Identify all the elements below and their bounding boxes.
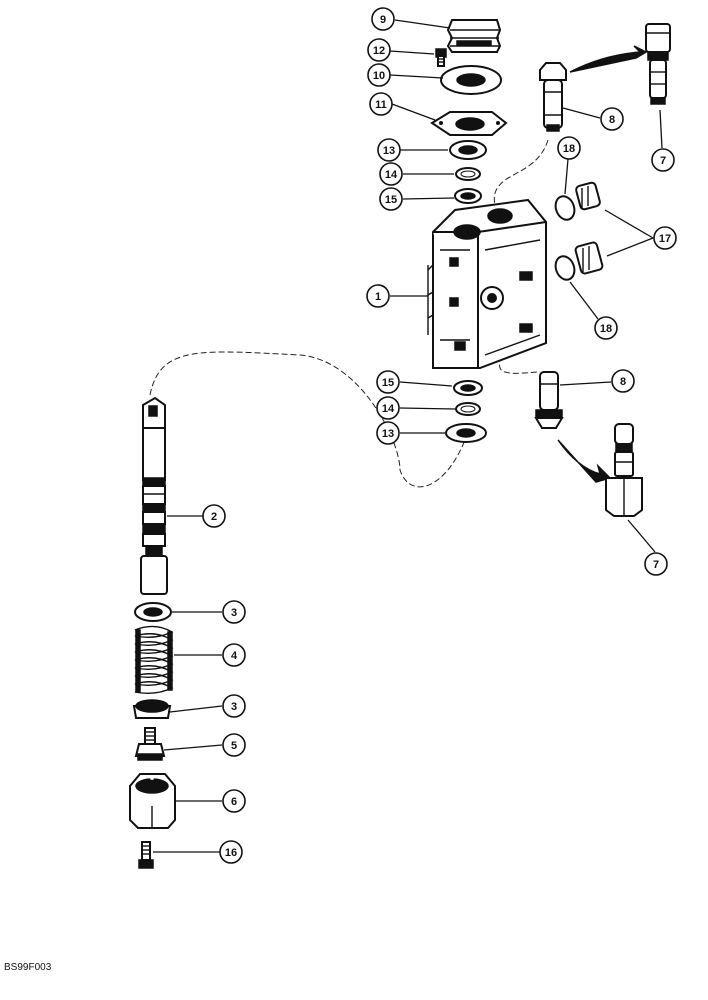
callout-label: 3 <box>231 701 237 713</box>
part-screw-small <box>435 48 447 67</box>
callout-15-upper: 15 <box>379 187 403 211</box>
callout-label: 6 <box>231 796 237 808</box>
callout-label: 12 <box>373 45 385 57</box>
callout-label: 18 <box>563 143 575 155</box>
part-relief-valve-upper <box>645 23 671 105</box>
callout-label: 7 <box>660 155 666 167</box>
callout-3-lower: 3 <box>222 694 246 718</box>
part-cap <box>129 773 176 829</box>
callout-label: 1 <box>375 291 381 303</box>
part-seal-upper <box>454 188 482 204</box>
part-plug-lower <box>534 371 564 429</box>
alignment-line-spool <box>149 351 466 488</box>
callout-label: 14 <box>382 403 395 415</box>
part-oring-lower <box>554 255 576 281</box>
part-flange <box>430 111 508 136</box>
callout-11: 11 <box>369 92 393 116</box>
callout-label: 10 <box>373 70 385 82</box>
callout-5: 5 <box>222 733 246 757</box>
part-spool <box>140 396 168 595</box>
figure-code: BS99F003 <box>4 962 52 973</box>
callout-label: 11 <box>375 99 387 111</box>
part-screw-bottom <box>138 841 154 869</box>
callout-label: 17 <box>659 233 671 245</box>
callout-2: 2 <box>202 504 226 528</box>
part-oring-upper <box>554 195 576 221</box>
callout-7-upper: 7 <box>651 148 675 172</box>
part-washer-lower <box>445 423 487 443</box>
callout-12: 12 <box>367 38 391 62</box>
part-retainer-lower <box>132 699 172 719</box>
part-ring-upper <box>455 167 481 181</box>
callout-8-upper: 8 <box>600 107 624 131</box>
callout-13-upper: 13 <box>377 138 401 162</box>
part-valve-body <box>427 198 547 369</box>
callout-label: 5 <box>231 740 237 752</box>
part-washer-upper <box>449 140 487 160</box>
part-plug-upper <box>539 62 567 132</box>
callout-15-lower: 15 <box>376 370 400 394</box>
callout-label: 3 <box>231 607 237 619</box>
callout-14-lower: 14 <box>376 396 400 420</box>
callout-label: 8 <box>620 376 626 388</box>
callout-1: 1 <box>366 284 390 308</box>
pointer-arrow-lower <box>557 439 612 483</box>
part-relief-valve-lower <box>605 423 643 517</box>
callout-label: 2 <box>211 511 217 523</box>
callout-16: 16 <box>219 840 243 864</box>
callout-label: 14 <box>385 169 398 181</box>
callout-label: 8 <box>609 114 615 126</box>
callout-label: 13 <box>382 428 394 440</box>
callout-label: 16 <box>225 847 237 859</box>
callout-17: 17 <box>653 226 677 250</box>
callout-label: 4 <box>231 650 238 662</box>
callout-label: 18 <box>600 323 612 335</box>
callout-7-lower: 7 <box>644 552 668 576</box>
part-ring-lower <box>455 402 481 416</box>
part-retainer-upper <box>134 602 172 622</box>
callout-label: 9 <box>380 14 386 26</box>
part-plug-17-lower <box>574 241 604 275</box>
callout-13-lower: 13 <box>376 421 400 445</box>
callout-9: 9 <box>371 7 395 31</box>
part-boot <box>446 19 502 53</box>
callout-3-upper: 3 <box>222 600 246 624</box>
part-spring <box>134 625 174 695</box>
callout-18-lower: 18 <box>594 316 618 340</box>
callout-4: 4 <box>222 643 246 667</box>
part-stud <box>134 727 166 761</box>
callout-label: 15 <box>385 194 397 206</box>
callout-6: 6 <box>222 789 246 813</box>
pointer-arrow-upper <box>569 45 648 73</box>
callout-label: 15 <box>382 377 394 389</box>
callout-label: 7 <box>653 559 659 571</box>
leader-lines <box>153 19 663 853</box>
part-plug-17-upper <box>575 181 601 211</box>
part-seal-lower <box>453 380 483 396</box>
part-plate <box>440 65 502 95</box>
callout-10: 10 <box>367 63 391 87</box>
callout-label: 13 <box>383 145 395 157</box>
alignment-line-relief-upper <box>493 139 549 206</box>
callout-8-lower: 8 <box>611 369 635 393</box>
callout-18-upper: 18 <box>557 136 581 160</box>
callout-14-upper: 14 <box>379 162 403 186</box>
